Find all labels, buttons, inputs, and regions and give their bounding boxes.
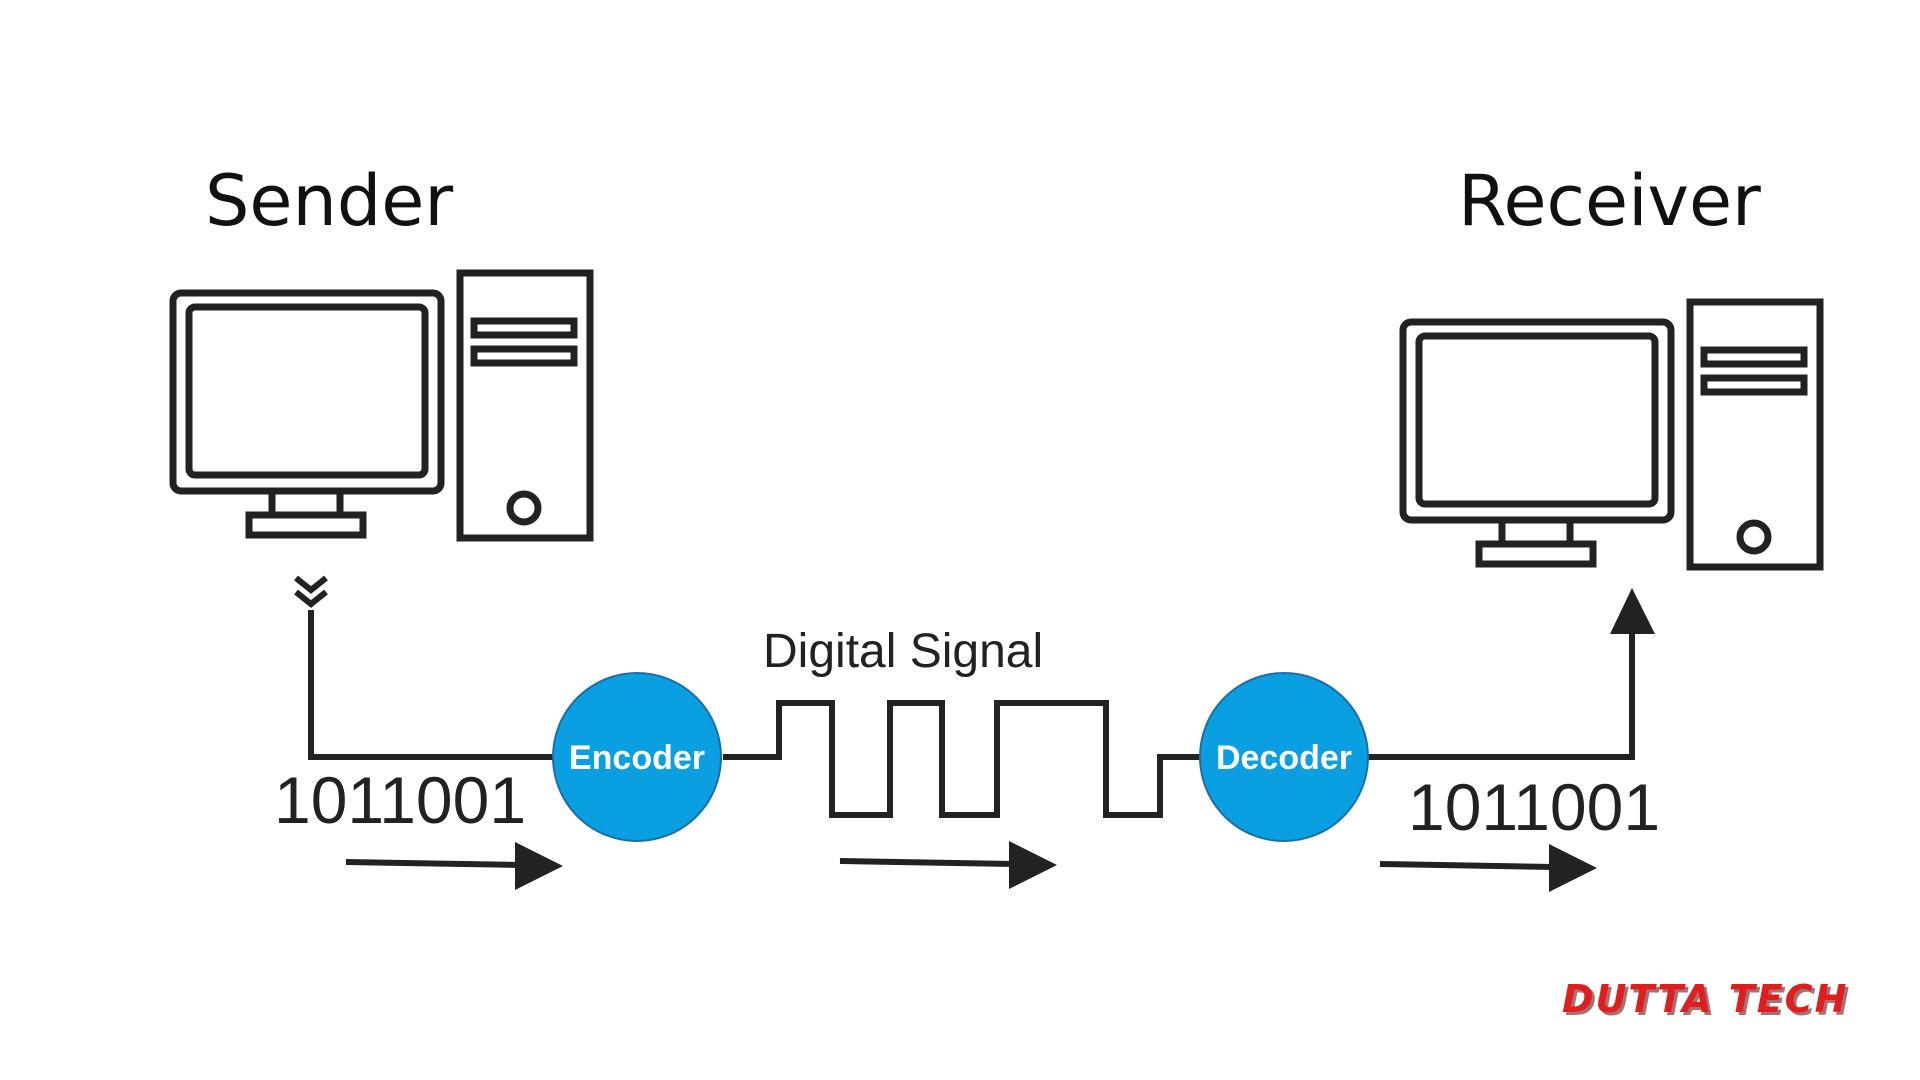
input-bits-label: 1011001 — [274, 763, 526, 837]
output-bits-label: 1011001 — [1408, 770, 1660, 844]
arrow-up-icon — [1610, 588, 1655, 634]
sender-computer-icon — [169, 269, 594, 542]
arrow-right-icon — [1379, 844, 1597, 892]
digital-signal-wave — [723, 700, 1200, 818]
digital-signal-label: Digital Signal — [763, 625, 1043, 678]
arrow-right-icon — [345, 842, 563, 890]
receiver-title: Receiver — [1458, 160, 1761, 242]
encoder-label: Encoder — [569, 739, 705, 777]
encoder-node — [552, 672, 722, 842]
arrow-down-icon — [294, 575, 328, 608]
sender-link-line — [308, 610, 555, 760]
receiver-computer-icon — [1399, 298, 1824, 571]
arrow-right-icon — [839, 841, 1057, 889]
sender-title: Sender — [205, 160, 453, 242]
brand-logo: DUTTA TECH DUTTA TECH — [1562, 977, 1851, 1024]
receiver-link-line — [1365, 632, 1635, 760]
brand-logo-text: DUTTA TECH — [1562, 977, 1848, 1021]
brand-logo-shadow: DUTTA TECH — [1565, 980, 1851, 1024]
decoder-label: Decoder — [1216, 739, 1352, 777]
decoder-node — [1199, 672, 1369, 842]
